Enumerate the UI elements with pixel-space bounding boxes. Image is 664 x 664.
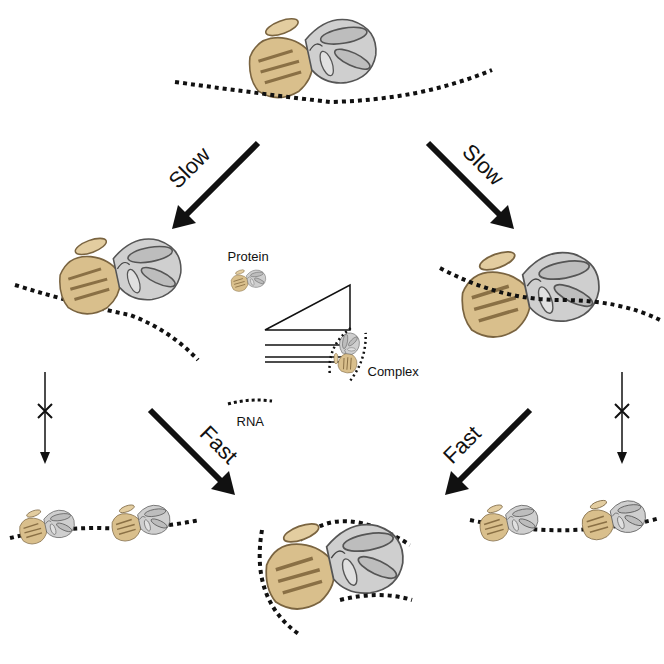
legend-label: Complex [368,365,419,379]
legend-label: RNA [237,415,264,429]
rate-label: Slow [164,143,215,194]
legend-label: Protein [228,250,269,264]
